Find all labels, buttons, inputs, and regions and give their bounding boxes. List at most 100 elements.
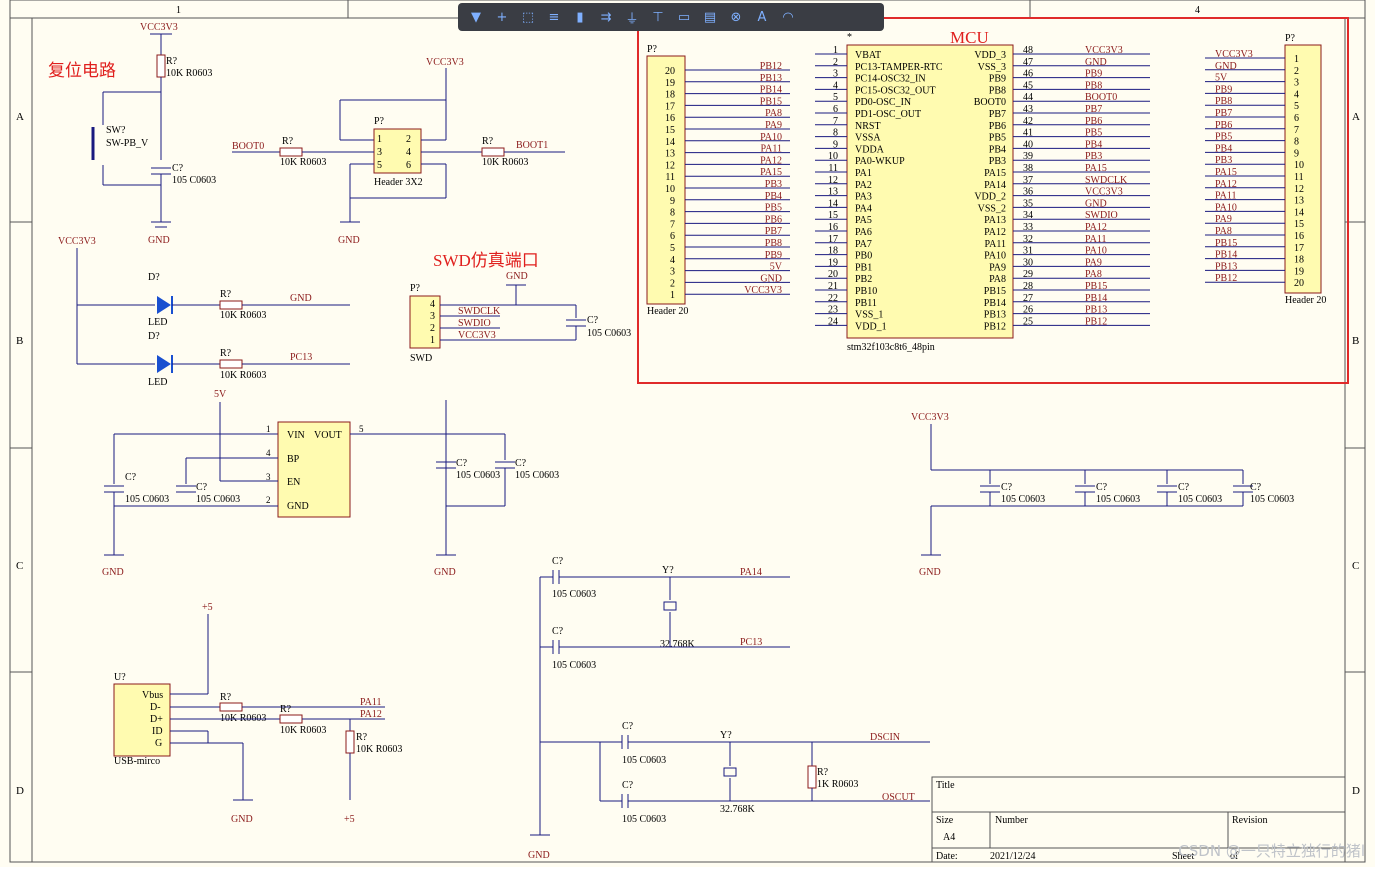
component-icon[interactable]: ▮: [576, 9, 584, 25]
svg-text:31: 31: [1023, 246, 1033, 257]
header-right-net: PB3: [1215, 155, 1232, 166]
svg-text:39: 39: [1023, 151, 1033, 162]
mcu-net: PB13: [1085, 305, 1107, 316]
mcu-pin-left: PD1-OSC_OUT: [855, 109, 921, 120]
mcu-net: SWDCLK: [1085, 175, 1128, 186]
svg-text:PC13: PC13: [740, 637, 762, 648]
reset-title: 复位电路: [48, 61, 116, 80]
svg-text:12: 12: [828, 175, 838, 186]
net-label-icon[interactable]: ▭: [677, 9, 691, 25]
svg-text:6: 6: [670, 231, 675, 242]
svg-text:GND: GND: [148, 235, 170, 246]
svg-text:32.768K: 32.768K: [720, 804, 756, 815]
mcu-pin-right: PB6: [989, 121, 1006, 132]
svg-text:BOOT0: BOOT0: [232, 141, 264, 152]
svg-text:38: 38: [1023, 163, 1033, 174]
mcu-pin-left: PB1: [855, 262, 872, 273]
header-left-net: PA11: [761, 144, 783, 155]
svg-text:C?: C?: [1096, 482, 1108, 493]
svg-text:105 C0603: 105 C0603: [1178, 494, 1222, 505]
svg-text:1: 1: [377, 134, 382, 145]
header-left-net: PB6: [765, 214, 782, 225]
mcu-pin-left: PC15-OSC32_OUT: [855, 85, 936, 96]
svg-text:14: 14: [1294, 207, 1304, 218]
mcu-pin-right: PB13: [984, 310, 1006, 321]
svg-text:C?: C?: [515, 458, 527, 469]
svg-text:33: 33: [1023, 222, 1033, 233]
svg-text:2: 2: [406, 134, 411, 145]
svg-text:26: 26: [1023, 305, 1033, 316]
svg-text:7: 7: [1294, 125, 1299, 136]
svg-text:C?: C?: [622, 780, 634, 791]
crosshair-icon[interactable]: +: [496, 9, 508, 25]
svg-text:8: 8: [670, 208, 675, 219]
header-right-net: GND: [1215, 61, 1237, 72]
mcu-net: PB8: [1085, 80, 1102, 91]
filter-icon[interactable]: ▼: [471, 9, 481, 25]
svg-text:PA11: PA11: [360, 697, 382, 708]
svg-text:R?: R?: [817, 767, 829, 778]
mcu-pin-right: BOOT0: [974, 97, 1006, 108]
align-icon[interactable]: ≡: [548, 9, 560, 25]
sheet-symbol-icon[interactable]: ▤: [703, 9, 717, 25]
header-right-net: PB14: [1215, 250, 1237, 261]
no-erc-icon[interactable]: ⊗: [730, 9, 742, 25]
svg-text:+5: +5: [202, 602, 213, 613]
svg-text:15: 15: [828, 210, 838, 221]
svg-text:C?: C?: [1178, 482, 1190, 493]
mcu-net: BOOT0: [1085, 92, 1117, 103]
header-right-net: PA15: [1215, 167, 1237, 178]
header-left-net: PA12: [760, 155, 782, 166]
header-right-net: PA9: [1215, 214, 1232, 225]
arc-icon[interactable]: ◠: [782, 9, 794, 25]
svg-text:6: 6: [1294, 113, 1299, 124]
svg-text:D?: D?: [148, 272, 160, 283]
svg-text:4: 4: [670, 255, 675, 266]
svg-text:U?: U?: [114, 672, 126, 683]
grid-row-a: A: [16, 111, 24, 123]
mcu-pin-right: PA11: [985, 239, 1007, 250]
ground-icon[interactable]: ⏚: [625, 11, 639, 27]
svg-text:LED: LED: [148, 317, 167, 328]
mcu-pin-right: PB8: [989, 85, 1006, 96]
header-left-net: PB14: [760, 85, 782, 96]
mcu-net: GND: [1085, 57, 1107, 68]
mcu-pin-left: PA5: [855, 215, 872, 226]
header-left-net: PB8: [765, 238, 782, 249]
svg-text:VCC3V3: VCC3V3: [140, 22, 178, 33]
bus-icon[interactable]: ⇉: [600, 9, 612, 25]
svg-text:13: 13: [665, 149, 675, 160]
svg-text:R?: R?: [166, 56, 178, 67]
text-icon[interactable]: A: [757, 9, 767, 25]
svg-text:GND: GND: [506, 271, 528, 282]
grid-row-b-right: B: [1352, 335, 1359, 347]
select-rect-icon[interactable]: ⬚: [521, 9, 535, 25]
svg-text:D?: D?: [148, 331, 160, 342]
mcu-pin-left: PA3: [855, 192, 872, 203]
svg-text:VCC3V3: VCC3V3: [58, 236, 96, 247]
svg-text:10K R0603: 10K R0603: [220, 310, 266, 321]
svg-text:43: 43: [1023, 104, 1033, 115]
svg-text:105 C0603: 105 C0603: [515, 470, 559, 481]
header-left-net: PB15: [760, 96, 782, 107]
svg-text:Vbus: Vbus: [142, 690, 163, 701]
svg-text:1: 1: [266, 424, 271, 434]
mcu-pin-left: PA6: [855, 227, 872, 238]
mcu-net: GND: [1085, 198, 1107, 209]
svg-text:D+: D+: [150, 714, 163, 725]
svg-text:5: 5: [377, 160, 382, 171]
mcu-pin-right: PA10: [984, 251, 1006, 262]
svg-text:GND: GND: [102, 567, 124, 578]
svg-text:5: 5: [833, 92, 838, 103]
svg-text:GND: GND: [434, 567, 456, 578]
power-port-icon[interactable]: ⊤: [652, 9, 664, 25]
svg-text:C?: C?: [1001, 482, 1013, 493]
svg-text:18: 18: [828, 246, 838, 257]
svg-text:GND: GND: [919, 567, 941, 578]
mcu-net: PB15: [1085, 281, 1107, 292]
mcu-pin-right: VSS_2: [978, 203, 1006, 214]
mcu-pin-right: PB12: [984, 321, 1006, 332]
grid-col-4: 4: [1195, 5, 1200, 16]
svg-text:10: 10: [828, 151, 838, 162]
